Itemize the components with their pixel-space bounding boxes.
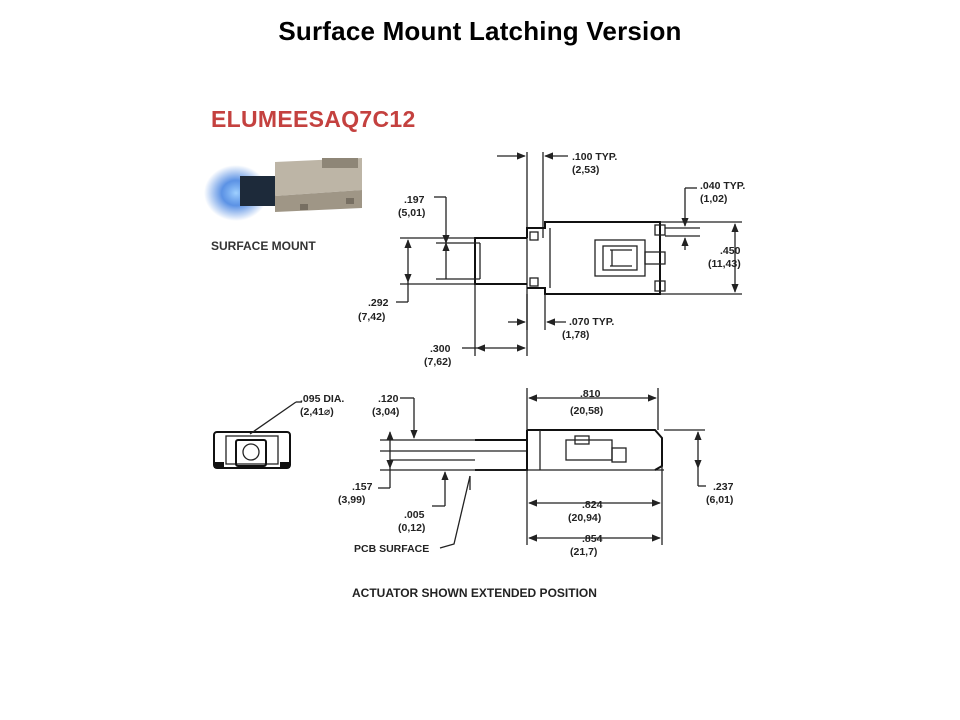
dim-824-mm: (20,94) (568, 512, 601, 524)
dim-005-mm: (0,12) (398, 522, 425, 534)
dim-300-mm: (7,62) (424, 356, 451, 368)
dim-197-mm: (5,01) (398, 207, 425, 219)
dim-095-in: .095 DIA. (300, 393, 344, 405)
dim-120-mm: (3,04) (372, 406, 399, 418)
dim-040-mm: (1,02) (700, 193, 727, 205)
dim-292-in: .292 (368, 297, 389, 309)
top-view-drawing (396, 152, 742, 356)
dim-095-mm: (2,41⌀) (300, 406, 334, 418)
dim-100-in: .100 TYP. (572, 151, 617, 163)
dim-824-in: .824 (582, 499, 603, 511)
dim-197-in: .197 (404, 194, 425, 206)
dim-070-in: .070 TYP. (569, 316, 614, 328)
part-number: ELUMEESAQ7C12 (211, 106, 416, 132)
dim-237-mm: (6,01) (706, 494, 733, 506)
mount-label: SURFACE MOUNT (211, 239, 316, 253)
dim-070-mm: (1,78) (562, 329, 589, 341)
dim-040-in: .040 TYP. (700, 180, 745, 192)
dim-005-in: .005 (404, 509, 425, 521)
front-view-drawing (213, 401, 302, 469)
side-view-drawing (378, 388, 706, 549)
dim-120-in: .120 (378, 393, 399, 405)
dim-237-in: .237 (713, 481, 734, 493)
dim-157-mm: (3,99) (338, 494, 365, 506)
product-photo (204, 158, 362, 221)
dim-450-mm: (11,43) (708, 258, 741, 270)
dim-810-in: .810 (580, 388, 601, 400)
footer-note: ACTUATOR SHOWN EXTENDED POSITION (352, 586, 597, 600)
dim-450-in: .450 (720, 245, 741, 257)
dim-157-in: .157 (352, 481, 373, 493)
dim-810-mm: (20,58) (570, 405, 603, 417)
dim-100-mm: (2,53) (572, 164, 599, 176)
dim-854-in: .854 (582, 533, 603, 545)
dim-300-in: .300 (430, 343, 451, 355)
dim-292-mm: (7,42) (358, 311, 385, 323)
page-title: Surface Mount Latching Version (278, 16, 682, 46)
dim-854-mm: (21,7) (570, 546, 597, 558)
pcb-surface-label: PCB SURFACE (354, 543, 429, 555)
